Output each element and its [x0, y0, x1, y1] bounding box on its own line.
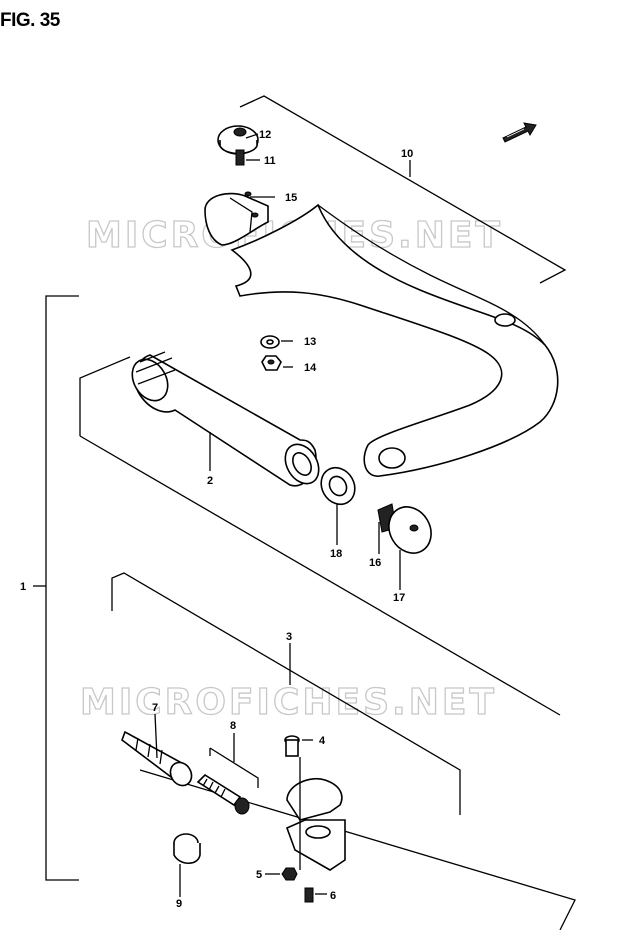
- front-arrow-icon: [502, 122, 537, 143]
- bracket-1: [33, 295, 79, 881]
- label-part-17: 17: [393, 592, 405, 604]
- cap-part-12: [217, 125, 259, 155]
- bracket-2-group: [79, 356, 561, 716]
- label-part-5: 5: [256, 869, 262, 881]
- label-part-6: 6: [330, 890, 336, 902]
- grip-part-2: [131, 351, 320, 487]
- leader-lines: [154, 133, 411, 897]
- label-part-18: 18: [330, 548, 342, 560]
- bushing-part-9: [173, 833, 201, 865]
- label-part-8: 8: [230, 720, 236, 732]
- screw-part-4: [284, 735, 300, 757]
- clamp-part-15: [204, 191, 269, 246]
- adjuster-part-8: [196, 773, 250, 815]
- watermark-bottom: MICROFICHES.NET: [80, 682, 497, 723]
- label-part-3: 3: [286, 631, 292, 643]
- screw-part-11: [235, 149, 245, 166]
- collar-part-18: [320, 466, 356, 506]
- label-part-15: 15: [285, 192, 297, 204]
- label-part-2: 2: [207, 475, 213, 487]
- figure-title: FIG. 35: [0, 10, 60, 31]
- label-part-14: 14: [304, 362, 317, 374]
- label-part-4: 4: [319, 735, 326, 747]
- end-cap-part-17: [388, 506, 432, 554]
- screw-part-6: [304, 887, 314, 903]
- throttle-housing: [285, 778, 346, 871]
- label-part-11: 11: [264, 155, 276, 167]
- bracket-bottom-right: [139, 769, 576, 930]
- label-part-9: 9: [176, 898, 182, 910]
- label-part-10: 10: [401, 148, 413, 160]
- handle-bracket-part-10: [230, 203, 559, 477]
- washer-part-13: [260, 335, 280, 349]
- nut-part-14: [261, 355, 282, 371]
- cable-boot-part-7: [121, 730, 193, 787]
- bracket-8: [209, 747, 259, 788]
- bracket-3: [111, 572, 461, 815]
- nut-part-5: [281, 867, 298, 881]
- bracket-10: [239, 95, 567, 284]
- label-part-16: 16: [369, 557, 381, 569]
- label-part-7: 7: [152, 702, 158, 714]
- label-part-1: 1: [20, 581, 26, 593]
- label-part-12: 12: [259, 129, 271, 141]
- label-part-13: 13: [304, 336, 316, 348]
